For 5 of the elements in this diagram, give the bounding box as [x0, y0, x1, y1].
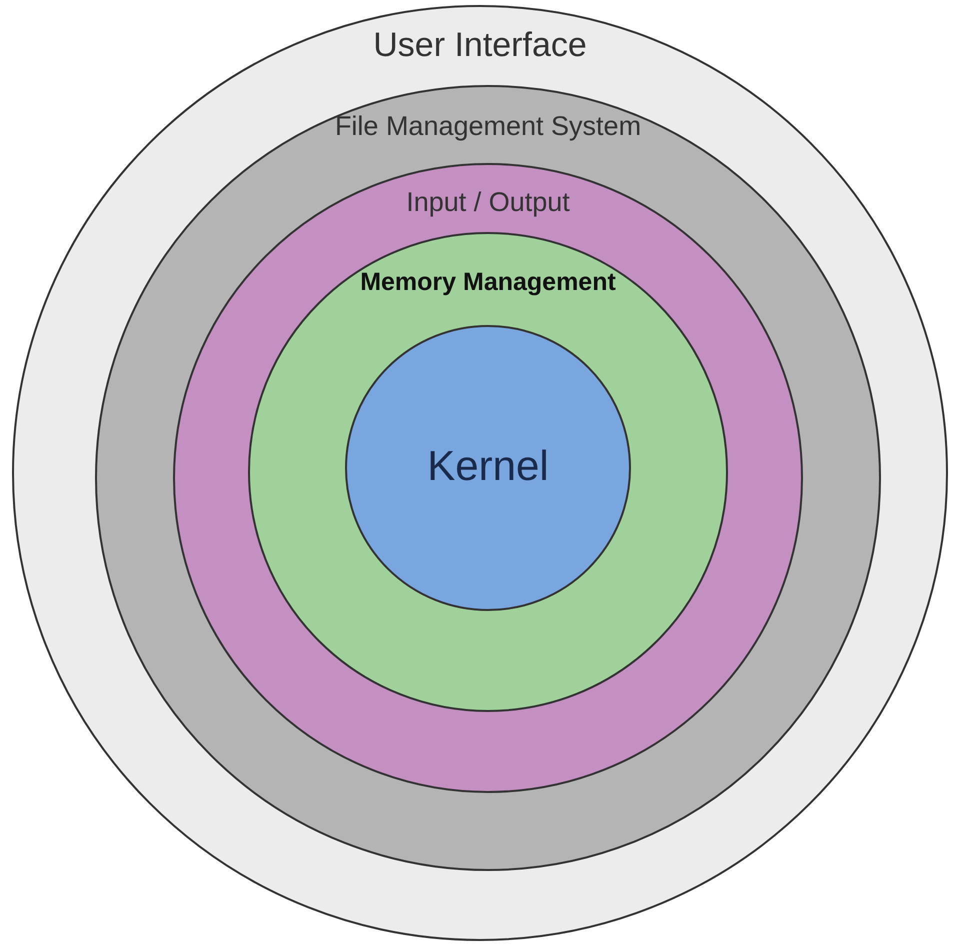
layer-label: User Interface [373, 28, 587, 62]
layer-label: Input / Output [406, 189, 570, 216]
layer-label: File Management System [334, 112, 642, 140]
layer-label: Memory Management [360, 270, 616, 295]
layer-label: Kernel [427, 445, 549, 487]
